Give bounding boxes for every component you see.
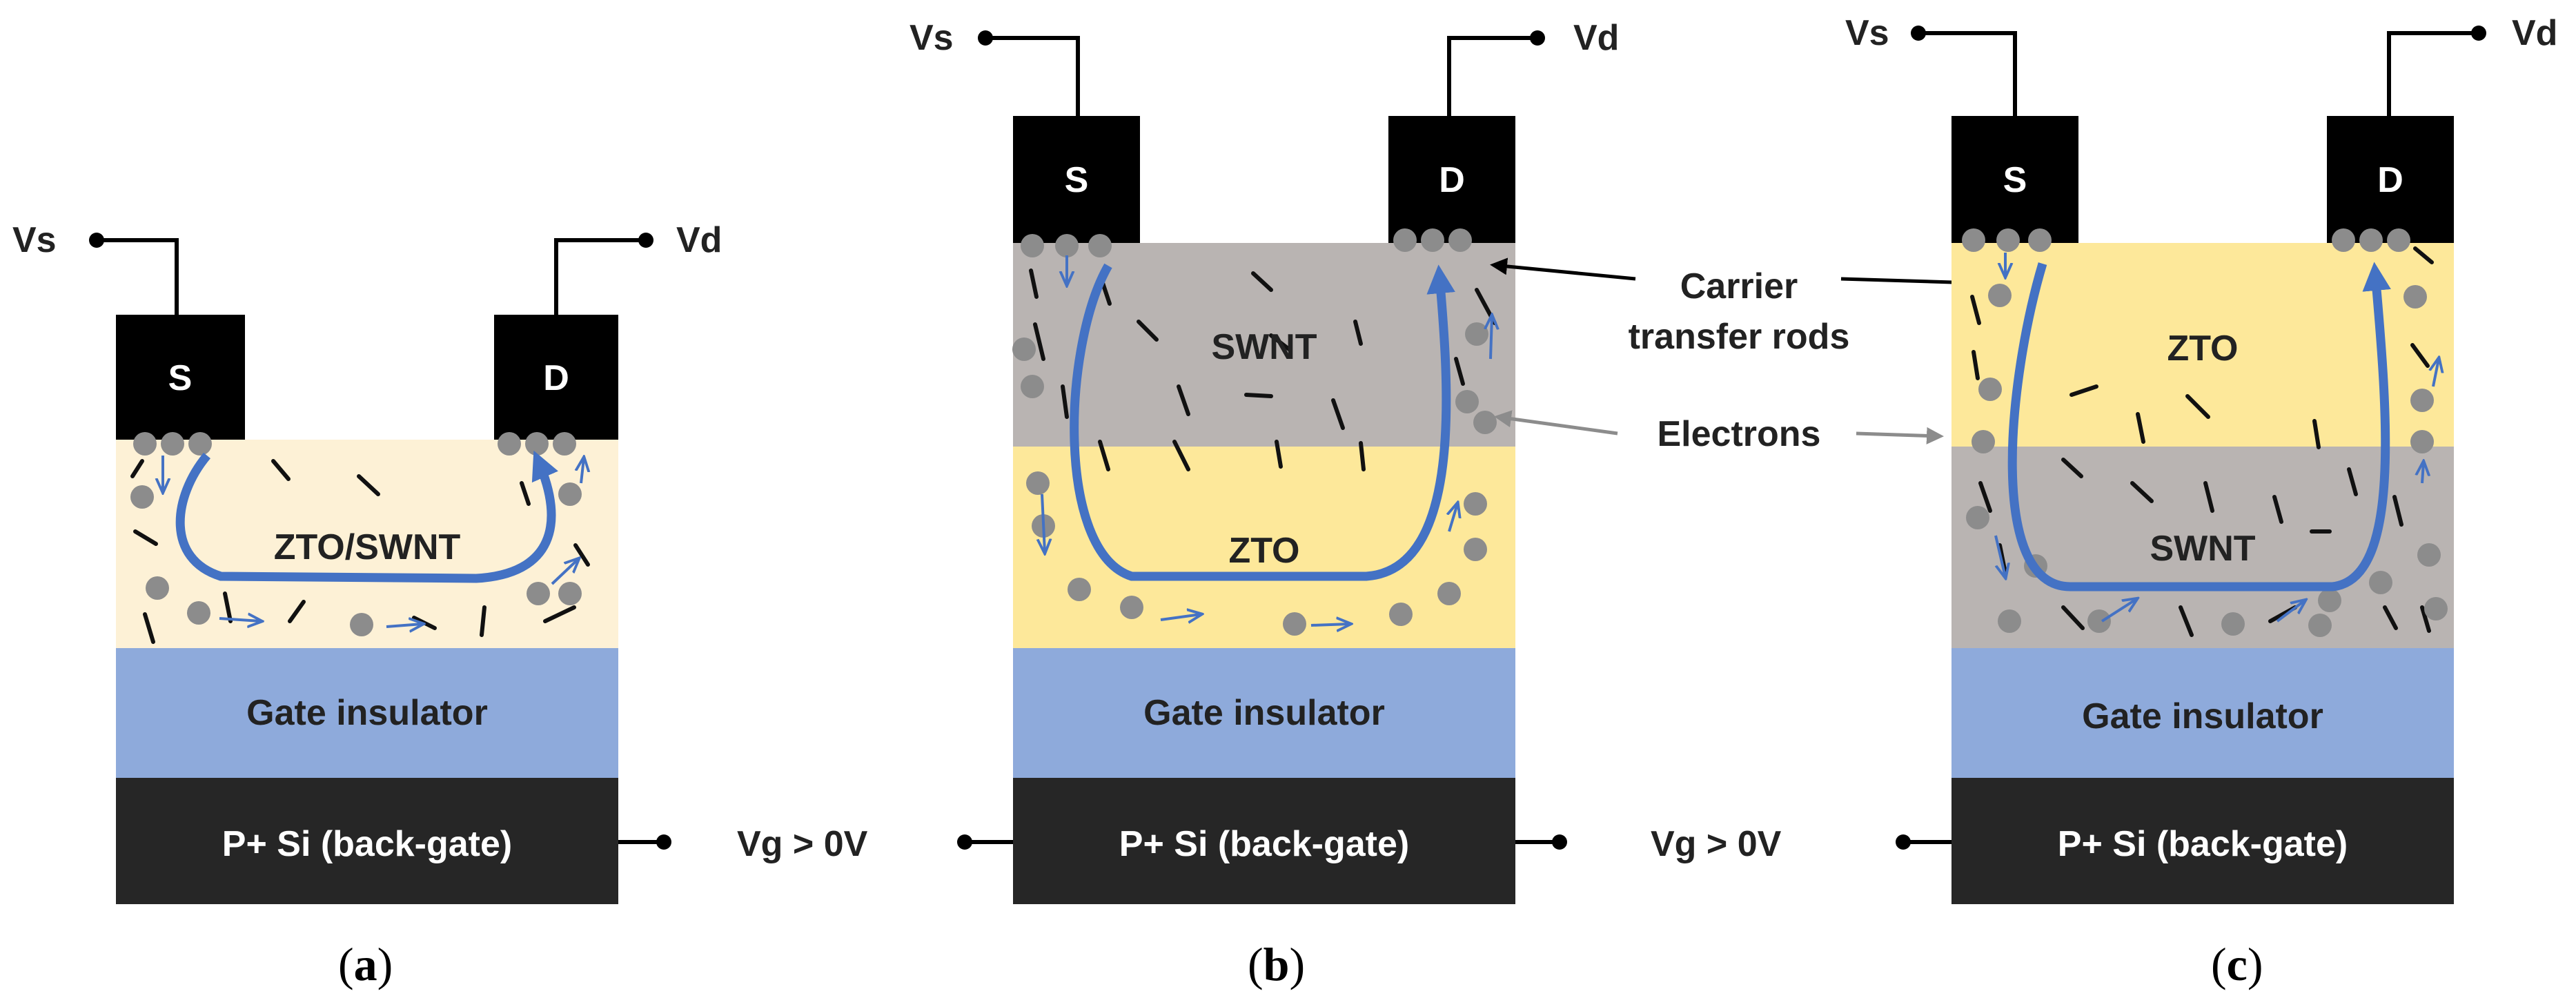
b-gate-insulator-layer	[1013, 648, 1515, 778]
b-back-gate-layer	[1013, 778, 1515, 904]
b-drain-label: D	[1439, 160, 1465, 200]
c-drain-electrode	[2327, 116, 2454, 243]
c-caption-close: )	[2248, 938, 2263, 990]
a-vd-terminal	[638, 233, 653, 248]
b-caption-open: (	[1248, 938, 1264, 990]
a-caption: (a)	[338, 938, 393, 990]
b-source-electrode	[1013, 116, 1140, 243]
panel-c: Vs Vd S D ZTO SWNT Gate insulator P+ Si …	[1845, 13, 2557, 990]
c-gate-insulator-layer	[1951, 648, 2454, 778]
b-vd-terminal	[1530, 30, 1545, 46]
callouts: Carrier transfer rods Electrons	[1490, 257, 1978, 454]
c-source-label: S	[2003, 160, 2027, 200]
a-gate-insulator-layer	[116, 648, 618, 778]
b-back-gate-label: P+ Si (back-gate)	[1119, 824, 1409, 864]
vg-right-label: Vg > 0V	[1651, 824, 1782, 864]
a-source-label: S	[168, 358, 193, 398]
a-vs-wire	[97, 238, 179, 315]
a-vd-wire	[554, 238, 646, 315]
carrier-rods-callout-line1: Carrier	[1680, 266, 1798, 306]
c-zto-label: ZTO	[2167, 329, 2238, 369]
b-vg-in-terminal	[957, 834, 972, 850]
panel-b: Vs Vd S D SWNT ZTO Gate insulator P+ Si …	[910, 18, 1619, 990]
c-current-flow-arrow	[2007, 262, 2391, 592]
a-back-gate-label: P+ Si (back-gate)	[222, 824, 512, 864]
c-electrons	[1962, 228, 2448, 637]
c-gate-insulator-label: Gate insulator	[2082, 696, 2323, 736]
c-swnt-label: SWNT	[2150, 529, 2255, 569]
b-zto-label: ZTO	[1228, 531, 1299, 571]
a-drain-electrode	[494, 315, 618, 440]
carrier-rods-pointer-left	[1490, 257, 1636, 281]
a-channel-label: ZTO/SWNT	[274, 527, 461, 567]
a-caption-open: (	[338, 938, 354, 990]
c-vd-label: Vd	[2512, 13, 2557, 53]
c-vs-label: Vs	[1845, 13, 1889, 53]
c-source-electrode	[1951, 116, 2078, 243]
c-vs-terminal	[1911, 26, 1926, 41]
c-drain-label: D	[2377, 160, 2403, 200]
c-caption-open: (	[2211, 938, 2227, 990]
c-back-gate-layer	[1951, 778, 2454, 904]
b-gate-insulator-label: Gate insulator	[1143, 693, 1385, 733]
b-electron-motion-arrows	[1042, 255, 1492, 625]
electrons-pointer-left	[1494, 410, 1618, 436]
b-vs-wire	[985, 36, 1080, 116]
b-carrier-rods	[1029, 268, 1497, 471]
b-caption-letter: b	[1264, 938, 1290, 990]
a-electron-motion-arrows	[163, 456, 584, 627]
c-electron-motion-arrows	[1994, 253, 2439, 623]
c-vs-wire	[1918, 31, 2017, 116]
a-vd-label: Vd	[676, 220, 722, 260]
a-gate-insulator-label: Gate insulator	[246, 693, 488, 733]
c-caption: (c)	[2211, 938, 2263, 990]
b-drain-electrode	[1388, 116, 1515, 243]
a-vg-terminal	[656, 834, 671, 850]
a-caption-close: )	[377, 938, 393, 990]
b-caption-close: )	[1289, 938, 1305, 990]
a-drain-label: D	[543, 358, 569, 398]
a-source-electrode	[116, 315, 245, 440]
b-vd-label: Vd	[1573, 18, 1619, 58]
b-vs-terminal	[978, 30, 993, 46]
b-source-label: S	[1065, 160, 1089, 200]
b-swnt-label: SWNT	[1211, 327, 1317, 367]
a-current-flow-arrow	[175, 450, 559, 583]
electrons-pointer-right	[1856, 427, 1944, 444]
c-vg-terminal	[1896, 834, 1911, 850]
c-vd-wire	[2387, 31, 2479, 116]
a-carrier-rods	[130, 459, 590, 644]
c-back-gate-label: P+ Si (back-gate)	[2058, 824, 2348, 864]
b-vs-label: Vs	[910, 18, 954, 58]
a-caption-letter: a	[354, 938, 377, 990]
c-carrier-rods	[1970, 246, 2434, 637]
b-current-flow-arrow	[1070, 263, 1455, 581]
electrons-callout: Electrons	[1658, 414, 1821, 454]
a-electrons	[130, 432, 582, 636]
a-vs-terminal	[89, 233, 104, 248]
c-vd-terminal	[2471, 26, 2486, 41]
b-vg-out-terminal	[1552, 834, 1567, 850]
panel-a: Vs Vd S D ZTO/SWNT Gate insulator P+ Si …	[12, 220, 722, 990]
a-back-gate-layer	[116, 778, 618, 904]
b-caption: (b)	[1248, 938, 1305, 990]
vg-left-label: Vg > 0V	[737, 824, 868, 864]
c-caption-letter: c	[2227, 938, 2248, 990]
a-vs-label: Vs	[12, 220, 57, 260]
carrier-rods-callout-line2: transfer rods	[1629, 317, 1850, 357]
b-vd-wire	[1447, 36, 1537, 116]
b-electrons	[1012, 228, 1497, 636]
